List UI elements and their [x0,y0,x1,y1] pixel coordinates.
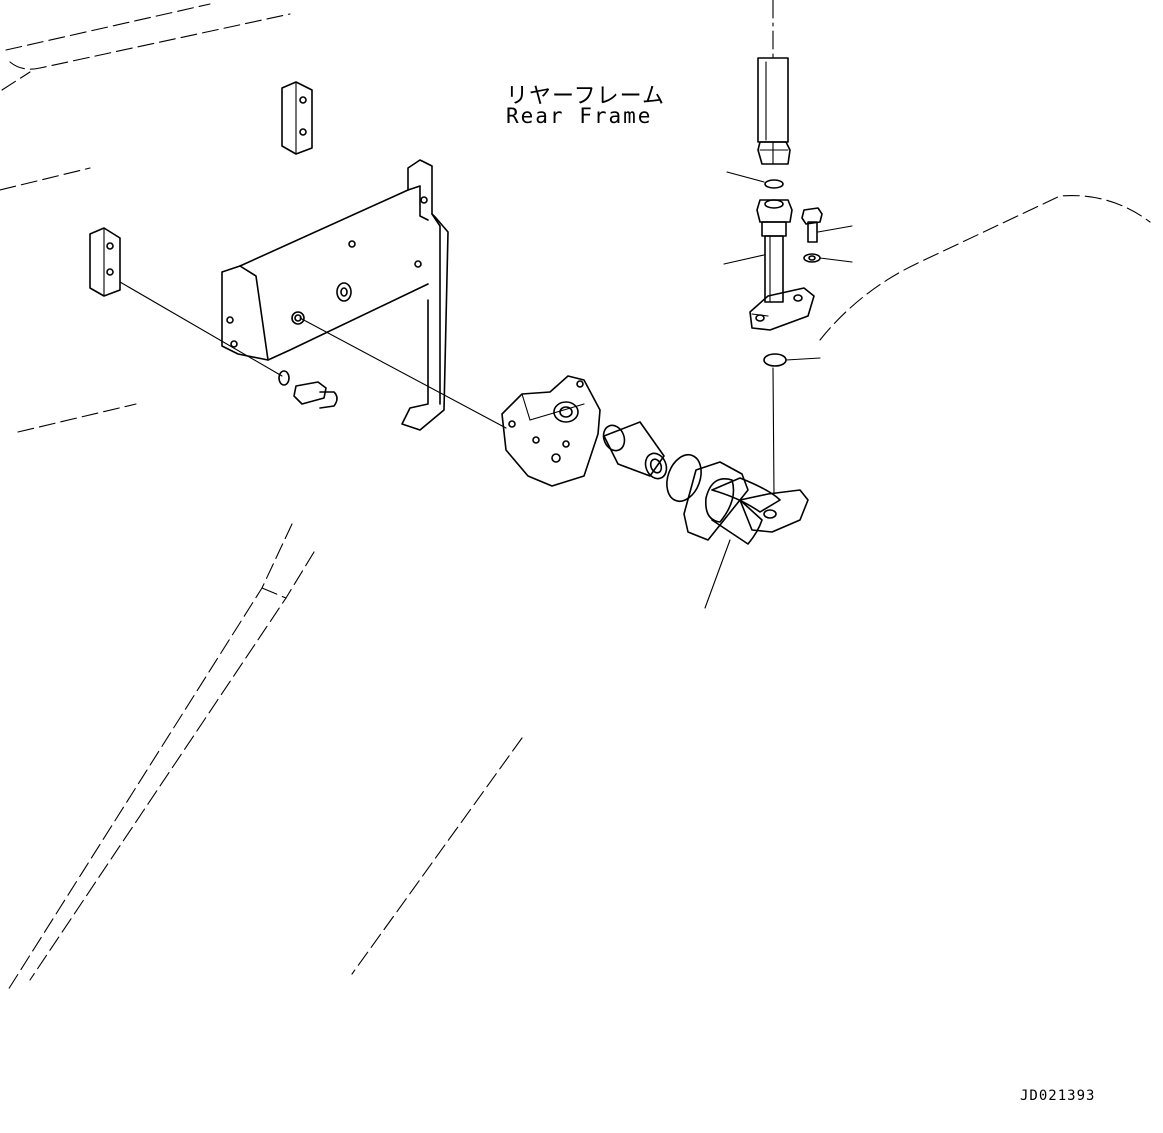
washer-upper [803,253,853,263]
o-ring-upper [726,171,784,189]
elbow-body-lower [683,461,809,609]
bolt-left [293,381,338,409]
o-ring-middle [763,353,821,367]
assembly-line-bracket [299,317,507,429]
assembly-line-vertical [772,367,775,495]
frame-label-english: Rear Frame [506,104,653,128]
rear-frame-outline [0,3,1151,991]
washer-left [278,370,290,386]
bolt-upper [801,207,853,243]
elbow-fitting-upper [723,199,815,331]
o-ring-large [666,453,702,503]
sleeve [602,421,668,480]
mount-block-upper [281,81,313,155]
mounting-bracket [221,159,449,431]
assembly-line-block [119,281,283,377]
hose [757,0,791,165]
drawing-id-label: JD021393 [1020,1088,1096,1104]
valve-block [501,375,601,487]
frame-label-japanese: リヤーフレーム [506,84,666,109]
mount-block-lower [89,227,121,297]
